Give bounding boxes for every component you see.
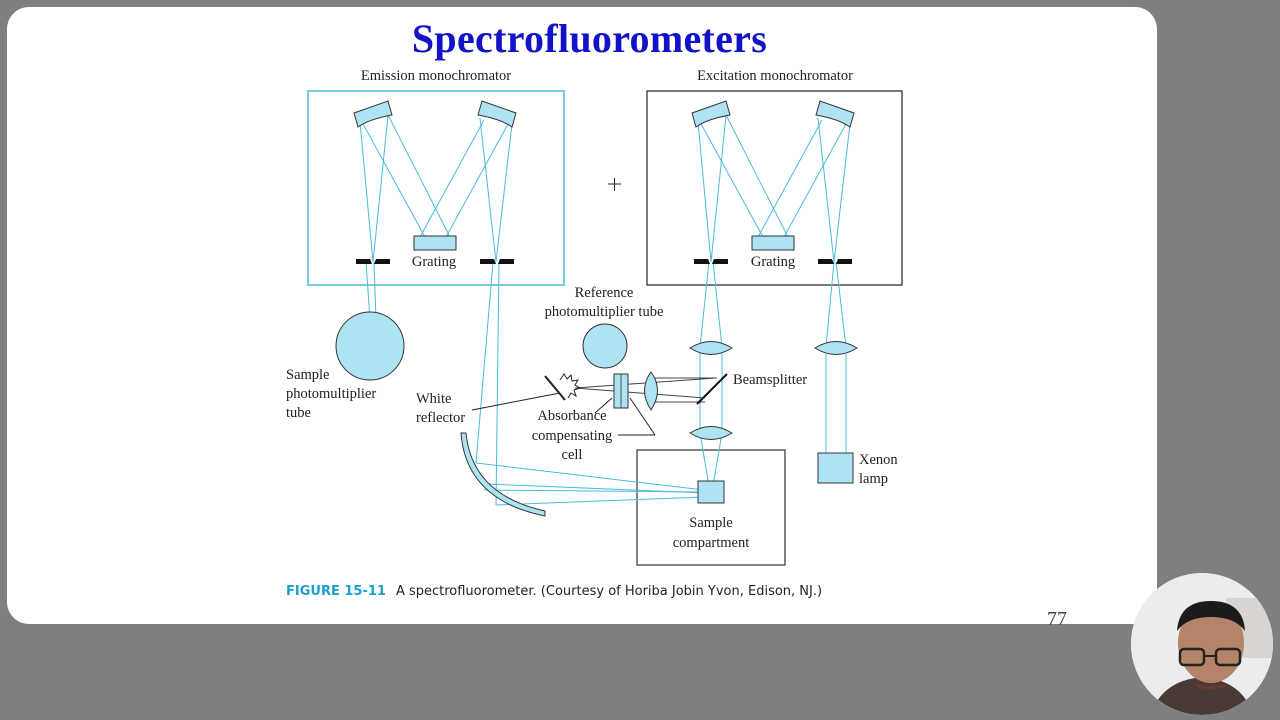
label-reference-pmt-2: photomultiplier tube bbox=[545, 304, 664, 320]
label-absorbance-1: Absorbance bbox=[537, 408, 606, 424]
beamsplitter bbox=[696, 373, 728, 405]
label-absorbance-2: compensating bbox=[532, 428, 613, 444]
emission-mirror-right bbox=[477, 100, 517, 128]
excitation-monochromator-box bbox=[646, 90, 903, 286]
label-sample-pmt-3: tube bbox=[286, 405, 311, 421]
slits bbox=[356, 259, 852, 264]
light-beams bbox=[359, 114, 851, 506]
label-reference-pmt-1: Reference bbox=[575, 285, 634, 301]
caption-figure-number: FIGURE 15-11 bbox=[286, 584, 386, 599]
slide: Spectrofluorometers bbox=[7, 7, 1157, 624]
lenses bbox=[644, 341, 858, 440]
label-white-reflector-1: White bbox=[416, 391, 451, 407]
spectrofluorometer-diagram: Emission monochromator Excitation monoch… bbox=[286, 68, 903, 599]
label-xenon-1: Xenon bbox=[859, 452, 898, 468]
label-grating-right: Grating bbox=[751, 254, 795, 270]
label-excitation-monochromator: Excitation monochromator bbox=[697, 68, 853, 84]
label-white-reflector-2: reflector bbox=[416, 410, 465, 426]
emission-monochromator-box bbox=[307, 90, 565, 286]
page-number: 77 bbox=[1047, 608, 1067, 630]
label-absorbance-3: cell bbox=[562, 447, 583, 463]
excitation-grating bbox=[751, 235, 795, 251]
reference-sensor-icon bbox=[544, 373, 582, 401]
presenter-avatar-icon bbox=[1131, 573, 1273, 715]
label-xenon-2: lamp bbox=[859, 471, 888, 487]
label-beamsplitter: Beamsplitter bbox=[733, 372, 807, 388]
sample-cuvette bbox=[697, 480, 725, 504]
pointer-lines bbox=[471, 392, 656, 436]
reference-photomultiplier-tube bbox=[582, 323, 628, 369]
label-emission-monochromator: Emission monochromator bbox=[361, 68, 511, 84]
sample-photomultiplier-tube bbox=[335, 311, 405, 381]
slide-title: Spectrofluorometers bbox=[411, 16, 768, 61]
emission-grating bbox=[413, 235, 457, 251]
caption-text: A spectrofluorometer. (Courtesy of Horib… bbox=[396, 584, 822, 599]
excitation-mirror-left bbox=[691, 100, 731, 128]
webcam-overlay bbox=[1131, 573, 1273, 715]
xenon-lamp bbox=[817, 452, 854, 484]
plus-cursor-icon bbox=[608, 178, 621, 191]
figure-caption: FIGURE 15-11 A spectrofluorometer. (Cour… bbox=[286, 582, 822, 599]
label-sample-pmt-1: Sample bbox=[286, 367, 330, 383]
label-grating-left: Grating bbox=[412, 254, 456, 270]
emission-mirror-left bbox=[353, 100, 393, 128]
label-sample-compartment-2: compartment bbox=[673, 535, 750, 551]
label-sample-pmt-2: photomultiplier bbox=[286, 386, 376, 402]
sample-compartment-box bbox=[636, 449, 786, 566]
label-sample-compartment-1: Sample bbox=[689, 515, 733, 531]
white-reflector bbox=[460, 432, 546, 517]
excitation-mirror-right bbox=[815, 100, 855, 128]
